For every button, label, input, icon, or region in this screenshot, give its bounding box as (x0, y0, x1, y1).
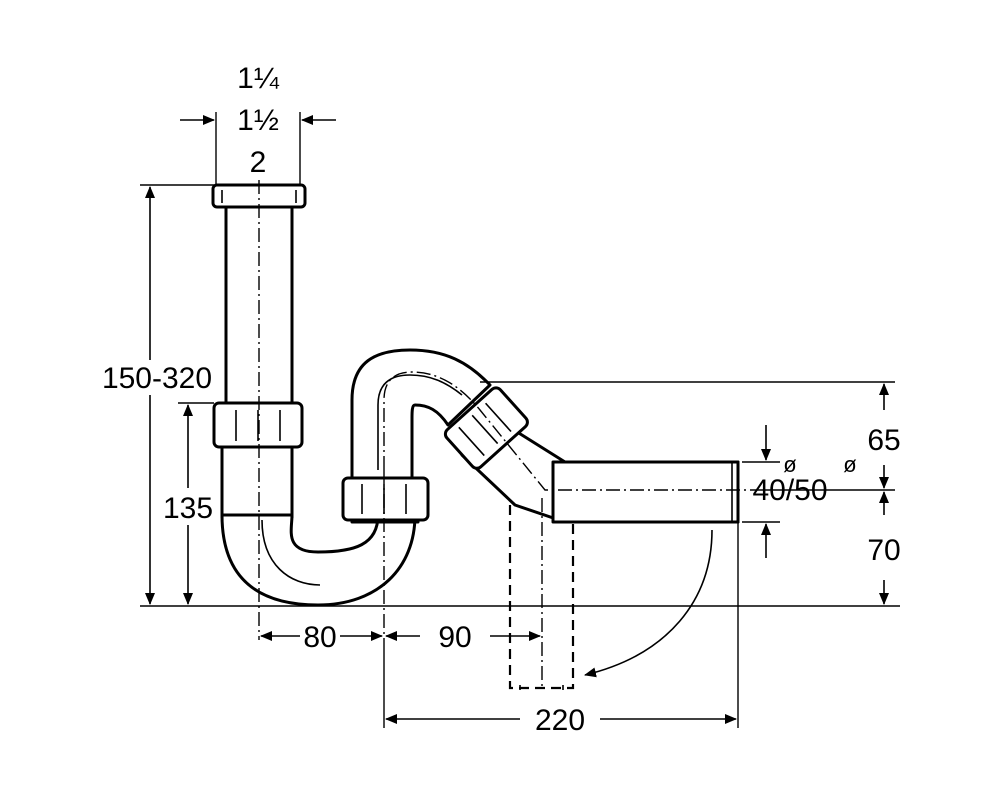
outlet-offset-label: 90 (438, 621, 471, 654)
dimension-labels: 1¼ 1½ 2 150-320 135 80 90 220 65 70 40/5… (102, 62, 901, 737)
siphon-body (211, 180, 750, 690)
middle-slip-nut (341, 476, 430, 522)
diameter-symbol-2: ø (843, 452, 856, 477)
total-height-label: 150-320 (102, 362, 212, 395)
alternative-outlet-position (508, 505, 575, 690)
rotating-joint-nut (443, 386, 529, 470)
outlet-tube (551, 460, 740, 524)
swivel-direction-arrow (584, 529, 713, 678)
lower-tube (220, 443, 294, 519)
thread-size-label-3: 2 (250, 146, 267, 179)
lower-height-label: 135 (163, 492, 213, 525)
rise-top-label: 65 (867, 424, 900, 457)
rise-bottom-label: 70 (867, 534, 900, 567)
total-width-label: 220 (535, 704, 585, 737)
upper-slip-nut (212, 401, 304, 449)
diameter-symbol-1: ø (783, 452, 796, 477)
dimension-lines (140, 112, 900, 728)
u-bend (220, 513, 417, 607)
trap-spacing-label: 80 (303, 621, 336, 654)
thread-size-label-2: 1½ (237, 104, 279, 137)
outlet-diameter-label: 40/50 (752, 474, 827, 507)
thread-size-label-1: 1¼ (237, 62, 280, 95)
